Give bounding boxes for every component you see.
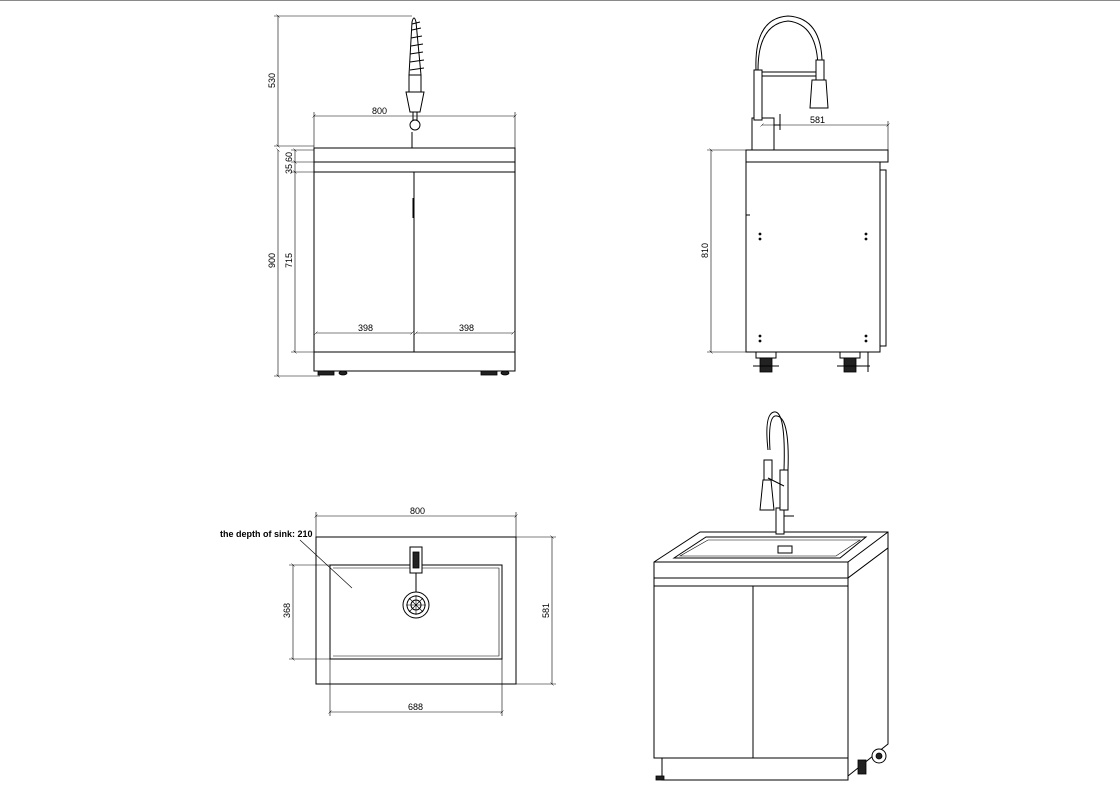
dim-door-right-width: 398 [459,323,474,333]
dim-basin-width: 688 [408,702,423,712]
side-faucet [751,15,829,151]
dim-side-depth: 581 [810,115,825,125]
side-caster-left [753,351,779,373]
dim-total-height: 900 [267,253,277,268]
front-caster-right [480,370,498,376]
dim-plan-width: 800 [410,506,425,516]
perspective-plinth [661,757,849,781]
perspective-drain [777,545,793,554]
perspective-side-panel [847,547,889,778]
dim-front-width: 800 [372,106,387,116]
side-caster-right [837,351,870,373]
dim-faucet-height: 530 [267,73,277,88]
front-plinth [313,351,516,372]
plan-note-leader [299,539,353,589]
front-wheel-right [500,370,510,376]
plan-sink-depth-note: the depth of sink: 210 [220,529,313,539]
front-caster-left [317,370,335,376]
perspective-door-right [752,585,849,759]
plan-view: the depth of sink: 210 800 368 581 688 [220,506,556,716]
front-countertop [313,147,516,163]
perspective-faucet [759,411,794,535]
dim-door-height: 715 [284,253,294,268]
dim-plan-depth: 581 [541,603,551,618]
dim-basin-depth: 368 [282,603,292,618]
perspective-door-left [653,585,754,759]
dim-top-gap: 35 [284,164,294,174]
dim-door-left-width: 398 [358,323,373,333]
perspective-view [653,411,889,781]
side-view: 581 810 [700,15,889,373]
front-top-band [313,161,516,173]
front-door-left [313,171,415,353]
side-countertop [745,149,889,163]
perspective-basin [672,536,868,559]
dim-side-height: 810 [700,243,710,258]
side-cabinet-body [745,161,881,353]
front-wheel-left [338,370,348,376]
dim-top-thickness: 60 [284,152,294,162]
side-back-panel [879,169,887,347]
top-border-line [0,0,1120,1]
front-faucet [405,17,425,148]
front-view: 800 530 900 60 35 715 398 39 [267,16,515,376]
front-door-right [413,171,516,353]
